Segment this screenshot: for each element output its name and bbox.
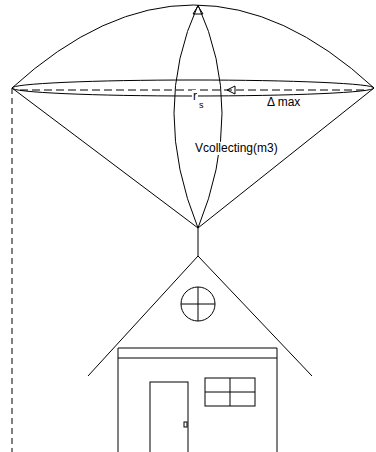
house-top: [118, 348, 277, 349]
apex-marker: [193, 6, 203, 14]
cone-line: [12, 88, 198, 228]
dashed-guide: [12, 88, 13, 452]
dimension-label: Δ max: [266, 96, 301, 109]
house-window: [205, 378, 255, 406]
cone-line: [198, 88, 374, 228]
house-band: [118, 358, 277, 359]
door: [150, 382, 188, 452]
volume-label: Vcollecting(m3): [194, 142, 279, 155]
house-wall: [277, 348, 278, 452]
house-wall: [118, 348, 119, 452]
door-knob: [184, 422, 187, 427]
lens-shape: [174, 5, 222, 228]
window-cross: [230, 378, 231, 406]
window-cross: [198, 287, 199, 321]
arrow-marker: [227, 86, 235, 94]
round-window: [181, 287, 215, 321]
radius-symbol: r: [192, 90, 198, 103]
mast-line: [198, 228, 199, 256]
radius-subscript: s: [198, 101, 205, 111]
